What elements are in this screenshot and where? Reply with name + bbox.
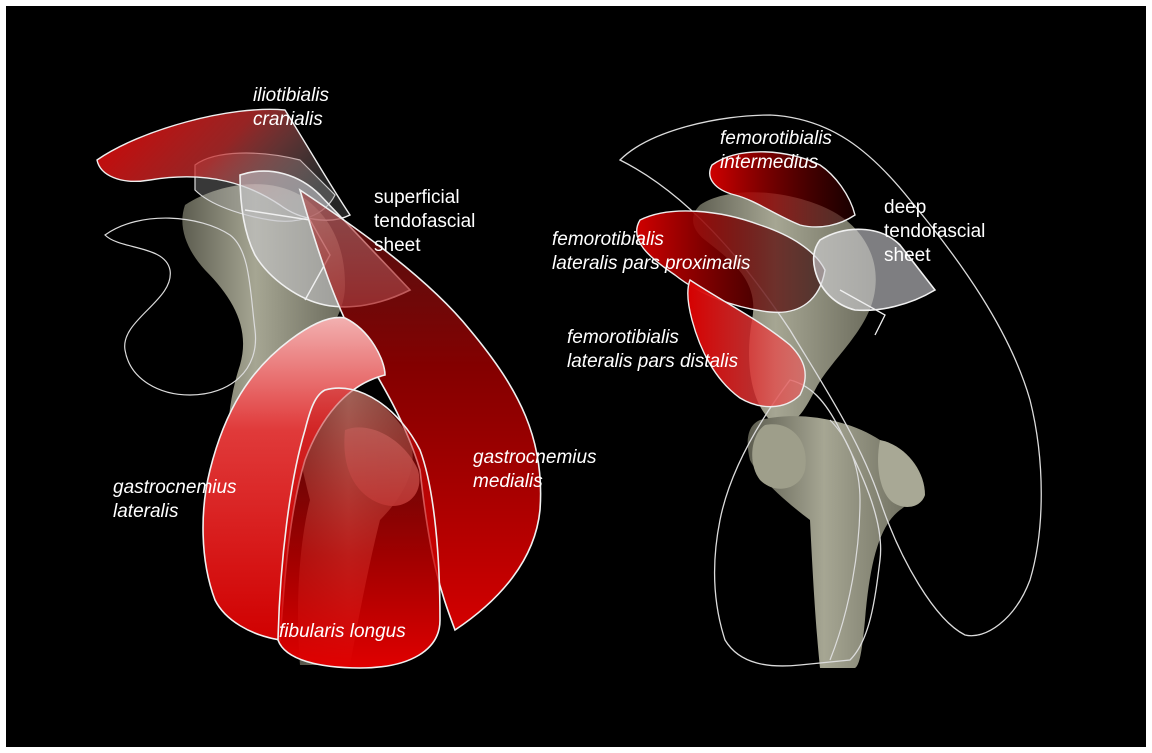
label-fibularis-longus: fibularis longus	[279, 620, 406, 644]
label-deep-tendofascial-sheet: deep tendofascial sheet	[884, 196, 985, 268]
label-femorotibialis-lateralis-proximalis: femorotibialis lateralis pars proximalis	[552, 228, 751, 276]
label-femorotibialis-intermedius: femorotibialis intermedius	[720, 127, 832, 175]
label-gastrocnemius-medialis: gastrocnemius medialis	[473, 446, 597, 494]
label-superficial-tendofascial-sheet: superficial tendofascial sheet	[374, 186, 475, 258]
label-femorotibialis-lateralis-distalis: femorotibialis lateralis pars distalis	[567, 326, 738, 374]
label-gastrocnemius-lateralis: gastrocnemius lateralis	[113, 476, 237, 524]
label-iliotibialis-cranialis: iliotibialis cranialis	[253, 84, 329, 132]
